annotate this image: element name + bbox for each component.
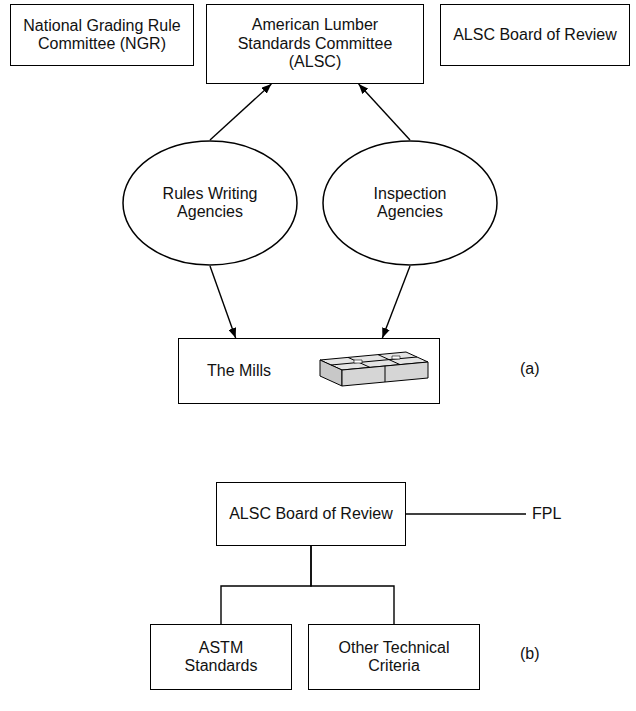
board-joint <box>348 357 370 367</box>
agency-ellipse: Rules Writing Agencies <box>122 140 298 266</box>
node-text: Other Technical Criteria <box>319 639 469 676</box>
node-text: Inspection Agencies <box>352 185 468 222</box>
node-text: National Grading Rule Committee (NGR) <box>21 17 183 54</box>
committee-box: National Grading Rule Committee (NGR) <box>10 4 194 66</box>
panel-label: (b) <box>520 645 540 663</box>
board-joint <box>385 366 386 382</box>
node-text: ALSC Board of Review <box>453 26 617 44</box>
connector-arrow <box>210 84 271 140</box>
connector-line <box>311 546 394 624</box>
node-text: ASTM Standards <box>161 639 281 676</box>
lumber-side <box>342 362 428 386</box>
organization-label: FPL <box>532 505 561 523</box>
criteria-box: ASTM Standards <box>150 624 292 690</box>
connector-arrow <box>210 266 236 338</box>
board-seam <box>331 357 417 365</box>
node-text: American Lumber Standards Committee (ALS… <box>217 16 413 71</box>
connector-arrow <box>382 266 410 338</box>
node-text: Rules Writing Agencies <box>152 185 268 222</box>
agency-ellipse: Inspection Agencies <box>322 140 498 266</box>
ellipse-outline <box>323 141 497 265</box>
ellipse-outline <box>123 141 297 265</box>
criteria-box: Other Technical Criteria <box>308 624 480 690</box>
leader-line <box>406 513 526 514</box>
connector-line <box>221 546 311 624</box>
lumber-stack-illustration <box>320 352 428 386</box>
node-text: ALSC Board of Review <box>229 505 393 523</box>
panel-label: (a) <box>520 360 540 378</box>
committee-box: American Lumber Standards Committee (ALS… <box>206 4 424 84</box>
review-board-box: ALSC Board of Review <box>440 4 630 66</box>
review-board-box: ALSC Board of Review <box>216 482 406 546</box>
grade-stamp <box>354 360 362 363</box>
connector-arrow <box>359 84 410 140</box>
mills-box: The Mills <box>178 338 440 404</box>
node-text: The Mills <box>207 362 271 380</box>
grade-stamp <box>392 356 400 359</box>
